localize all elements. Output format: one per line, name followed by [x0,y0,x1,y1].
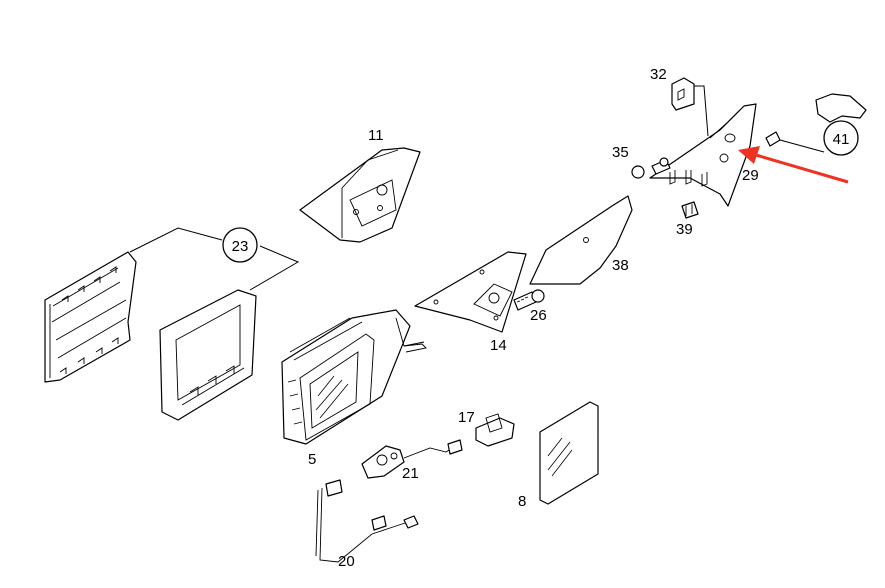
part-39-small-clip[interactable] [681,201,699,219]
label-8: 8 [518,493,526,510]
label-23: 23 [232,238,249,255]
label-39: 39 [676,221,693,238]
leader-23 [129,227,300,291]
label-32: 32 [650,66,667,83]
part-35-screw[interactable] [631,157,671,179]
part-20-wiring-harness[interactable] [315,479,419,563]
label-14: 14 [490,337,507,354]
label-21: 21 [402,465,419,482]
label-17: 17 [458,409,475,426]
part-23-housing-shell[interactable] [44,251,137,383]
part-41-connector[interactable] [765,93,867,147]
label-29: 29 [742,167,759,184]
callout-23[interactable]: 23 [222,227,258,263]
red-arrow-icon [738,146,849,184]
part-5-mirror-housing[interactable] [281,309,427,445]
label-5: 5 [308,451,316,468]
part-29-triangle-bracket[interactable] [649,103,757,207]
label-38: 38 [612,257,629,274]
label-20: 20 [338,553,355,570]
label-11: 11 [368,127,384,144]
part-11-bracket-cover[interactable] [299,147,421,243]
part-21-motor[interactable] [361,439,463,479]
label-26: 26 [530,307,547,324]
part-23-frame[interactable] [159,289,257,421]
part-14-mounting-plate[interactable] [414,251,527,333]
leader-32 [694,85,709,137]
label-35: 35 [612,144,629,161]
leader-41 [779,139,825,153]
part-32-clip[interactable] [671,77,695,111]
part-8-mirror-glass[interactable] [539,401,599,505]
part-26-bolt[interactable] [513,289,545,311]
part-38-gasket[interactable] [529,195,633,285]
callout-41[interactable]: 41 [823,120,859,156]
label-41: 41 [833,131,850,148]
part-17-switch-block[interactable] [475,413,515,447]
